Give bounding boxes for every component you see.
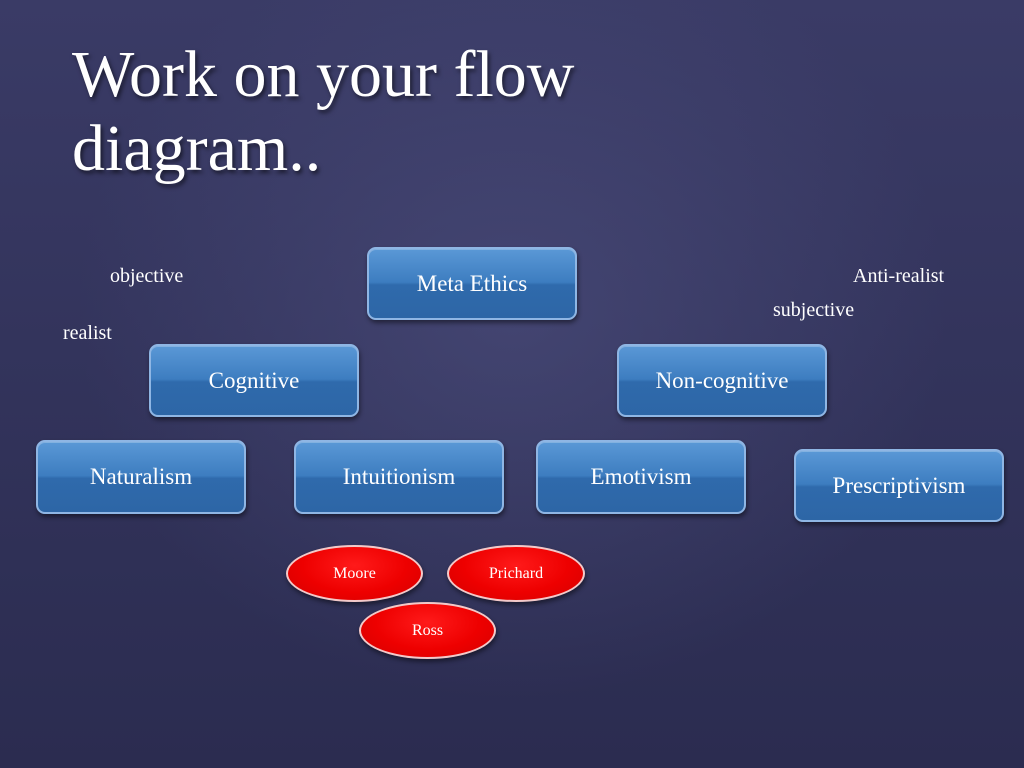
box-cognitive: Cognitive — [149, 344, 359, 417]
box-intuitionism: Intuitionism — [294, 440, 504, 514]
box-prescriptivism: Prescriptivism — [794, 449, 1004, 522]
slide-title: Work on your flow diagram.. — [72, 38, 575, 185]
label-objective: objective — [110, 265, 184, 287]
oval-ross: Ross — [359, 602, 496, 659]
box-non-cognitive: Non-cognitive — [617, 344, 827, 417]
label-subjective: subjective — [773, 299, 855, 321]
box-naturalism: Naturalism — [36, 440, 246, 514]
box-emotivism: Emotivism — [536, 440, 746, 514]
oval-moore: Moore — [286, 545, 423, 602]
label-realist: realist — [63, 322, 112, 344]
label-anti-realist: Anti-realist — [853, 265, 945, 287]
box-meta-ethics: Meta Ethics — [367, 247, 577, 320]
oval-prichard: Prichard — [447, 545, 585, 602]
